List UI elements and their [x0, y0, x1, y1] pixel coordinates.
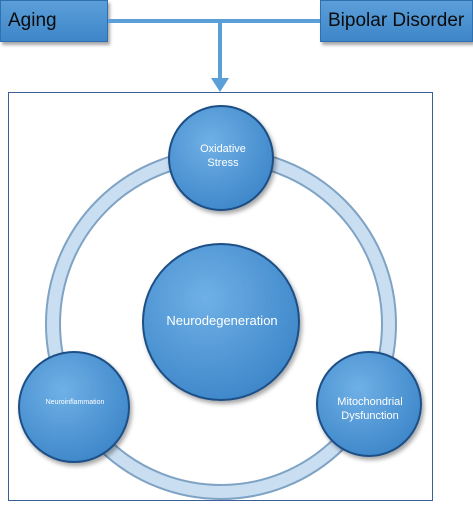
mitochondrial-dysfunction-node — [316, 351, 422, 457]
connector — [108, 19, 320, 92]
oxidative-stress-label: Oxidative Stress — [200, 143, 246, 169]
oxidative-stress-node — [168, 105, 274, 211]
bipolar-disorder-box: Bipolar Disorder — [320, 0, 473, 42]
neurodegeneration-node — [142, 243, 300, 401]
mitochondrial-dysfunction-label: Mitochondrial Dysfunction — [337, 396, 403, 422]
neurodegeneration-label: Neurodegeneration — [166, 313, 278, 328]
neuroinflammation-node — [18, 351, 130, 463]
arrow-down-icon — [211, 78, 229, 92]
diagram-frame — [8, 92, 433, 501]
bipolar-disorder-label: Bipolar Disorder — [328, 10, 465, 31]
neuroinflammation-label: Neuroinflammation — [45, 399, 105, 406]
aging-box: Aging — [0, 0, 108, 42]
aging-label: Aging — [8, 10, 57, 31]
